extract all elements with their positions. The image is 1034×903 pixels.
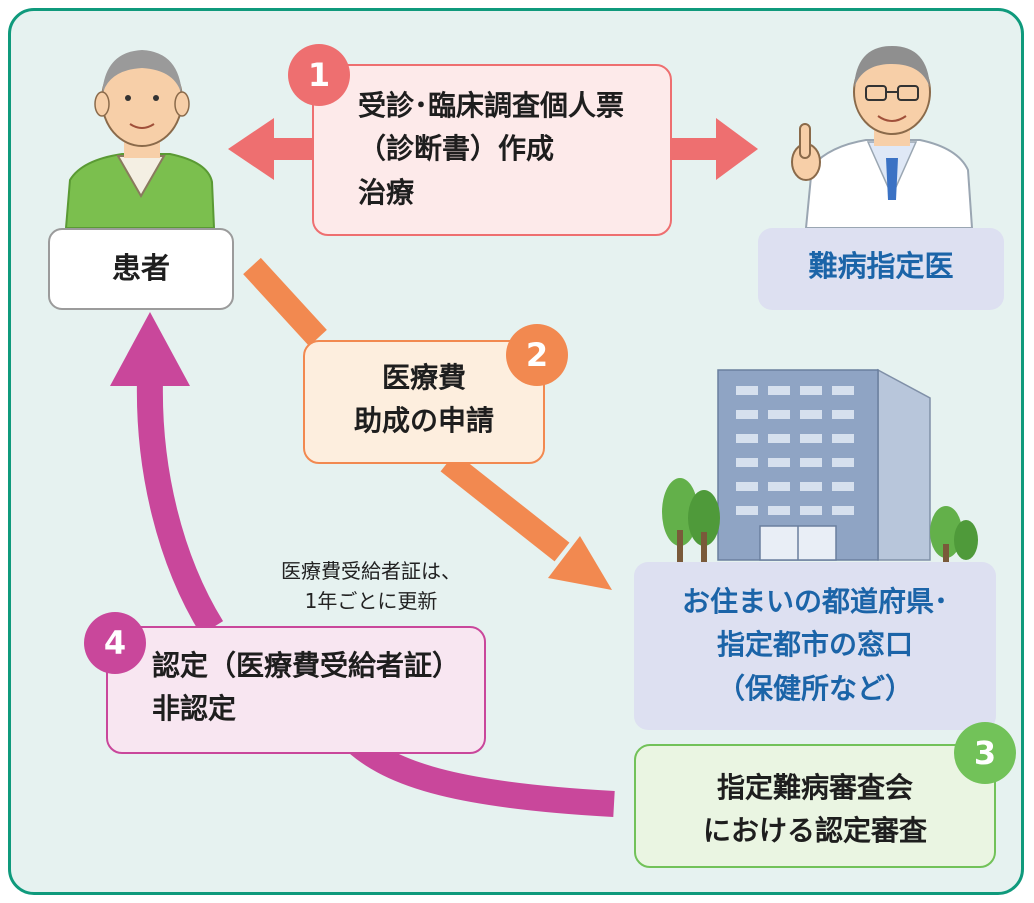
step2-box: 医療費 助成の申請 <box>303 340 545 464</box>
doctor-illustration <box>791 46 974 229</box>
step4-box: 認定（医療費受給者証） 非認定 <box>106 626 486 754</box>
prefecture-office-box: お住まいの都道府県･ 指定都市の窓口 （保健所など） <box>634 562 996 730</box>
step2-arrow <box>243 257 612 590</box>
step1-line: 治療 <box>358 175 415 209</box>
step2-line: 助成の申請 <box>353 404 494 438</box>
office-line: （保健所など） <box>716 671 913 705</box>
step2-line: 医療費 <box>381 361 466 394</box>
step3-line: における認定審査 <box>702 814 927 848</box>
office-building-illustration <box>662 368 978 562</box>
patient-illustration <box>64 50 216 229</box>
step1-box: 受診･臨床調査個人票 （診断書）作成 治療 <box>312 64 672 236</box>
patient-box: 患者 <box>48 228 234 310</box>
step1-double-arrow <box>228 118 758 180</box>
step3-line: 指定難病審査会 <box>716 771 913 804</box>
step2-badge: 2 <box>506 324 568 386</box>
renewal-note-line: 1年ごとに更新 <box>304 589 438 613</box>
renewal-note-line: 医療費受給者証は、 <box>281 559 461 583</box>
doctor-label: 難病指定医 <box>808 249 954 283</box>
step1-line: （診断書）作成 <box>358 132 555 166</box>
designated-doctor-box: 難病指定医 <box>758 228 1004 310</box>
step1-badge: 1 <box>288 44 350 106</box>
renewal-note: 医療費受給者証は、 1年ごとに更新 <box>236 556 506 616</box>
office-line: お住まいの都道府県･ <box>681 585 948 618</box>
step4-badge: 4 <box>84 612 146 674</box>
step3-box: 指定難病審査会 における認定審査 <box>634 744 996 868</box>
step3-badge: 3 <box>954 722 1016 784</box>
step4-line: 非認定 <box>152 692 237 726</box>
office-line: 指定都市の窓口 <box>716 628 913 662</box>
step1-line: 受診･臨床調査個人票 <box>358 89 625 122</box>
step4-line: 認定（医療費受給者証） <box>152 649 461 682</box>
patient-label: 患者 <box>111 251 170 285</box>
